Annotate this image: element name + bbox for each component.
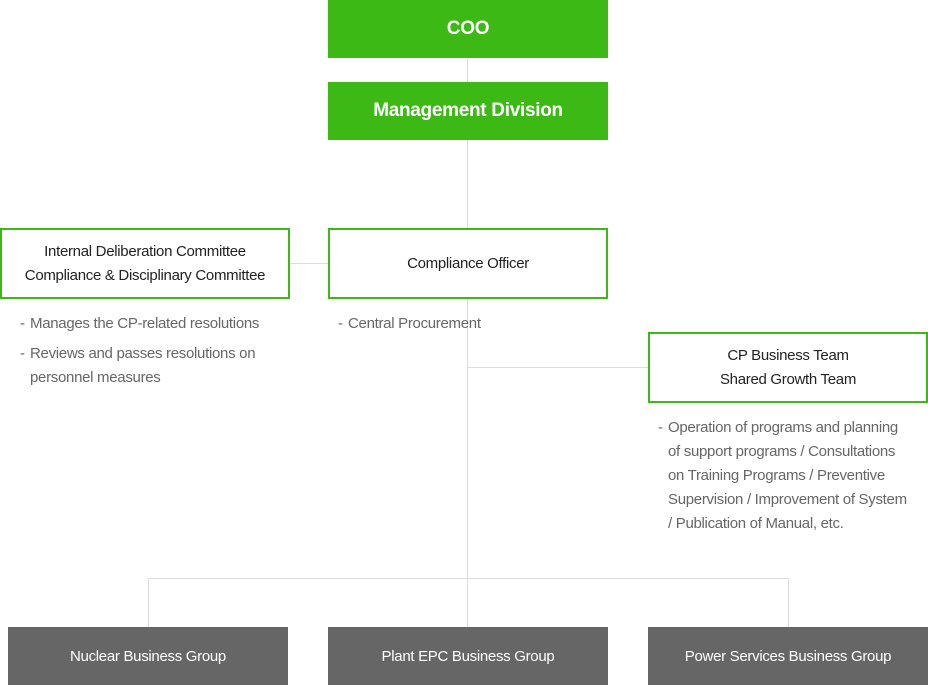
management-division-label: Management Division [373, 100, 563, 121]
management-division-box: Management Division [328, 82, 608, 140]
group-box-nuclear: Nuclear Business Group [8, 627, 288, 685]
group-label: Nuclear Business Group [70, 647, 226, 665]
group-label: Power Services Business Group [684, 647, 892, 665]
coo-box: COO [328, 0, 608, 58]
compliance-officer-item: Central Procurement [338, 312, 538, 336]
group-box-power-services: Power Services Business Group [648, 627, 928, 685]
compliance-officer-description: Central Procurement [338, 312, 538, 336]
cp-team-label-1: CP Business Team [727, 346, 849, 364]
committee-label-2: Compliance & Disciplinary Committee [24, 266, 266, 284]
cp-team-description: Operation of programs and planning of su… [658, 416, 913, 536]
group-box-plant-epc: Plant EPC Business Group [328, 627, 608, 685]
connector-officer-down [467, 299, 468, 627]
cp-team-box: CP Business Team Shared Growth Team [648, 332, 928, 403]
connector-group-nuclear [148, 578, 149, 627]
cp-team-item: Operation of programs and planning of su… [658, 416, 913, 536]
committee-box: Internal Deliberation Committee Complian… [0, 228, 290, 299]
cp-team-label-2: Shared Growth Team [719, 370, 857, 388]
connector-committee [290, 263, 328, 264]
group-label: Plant EPC Business Group [381, 647, 555, 665]
connector-cp-team [467, 367, 648, 368]
committee-label-1: Internal Deliberation Committee [44, 242, 246, 260]
connector-main-vertical [467, 140, 468, 228]
connector-group-power [788, 578, 789, 627]
committee-item: Reviews and passes resolutions on person… [20, 342, 275, 390]
connector-groups-horizontal [148, 578, 789, 579]
connector-coo-to-division [467, 58, 468, 82]
committee-item: Manages the CP-related resolutions [20, 312, 275, 336]
compliance-officer-label: Compliance Officer [407, 254, 529, 272]
coo-label: COO [446, 18, 490, 39]
committee-description: Manages the CP-related resolutions Revie… [20, 312, 275, 390]
compliance-officer-box: Compliance Officer [328, 228, 608, 299]
